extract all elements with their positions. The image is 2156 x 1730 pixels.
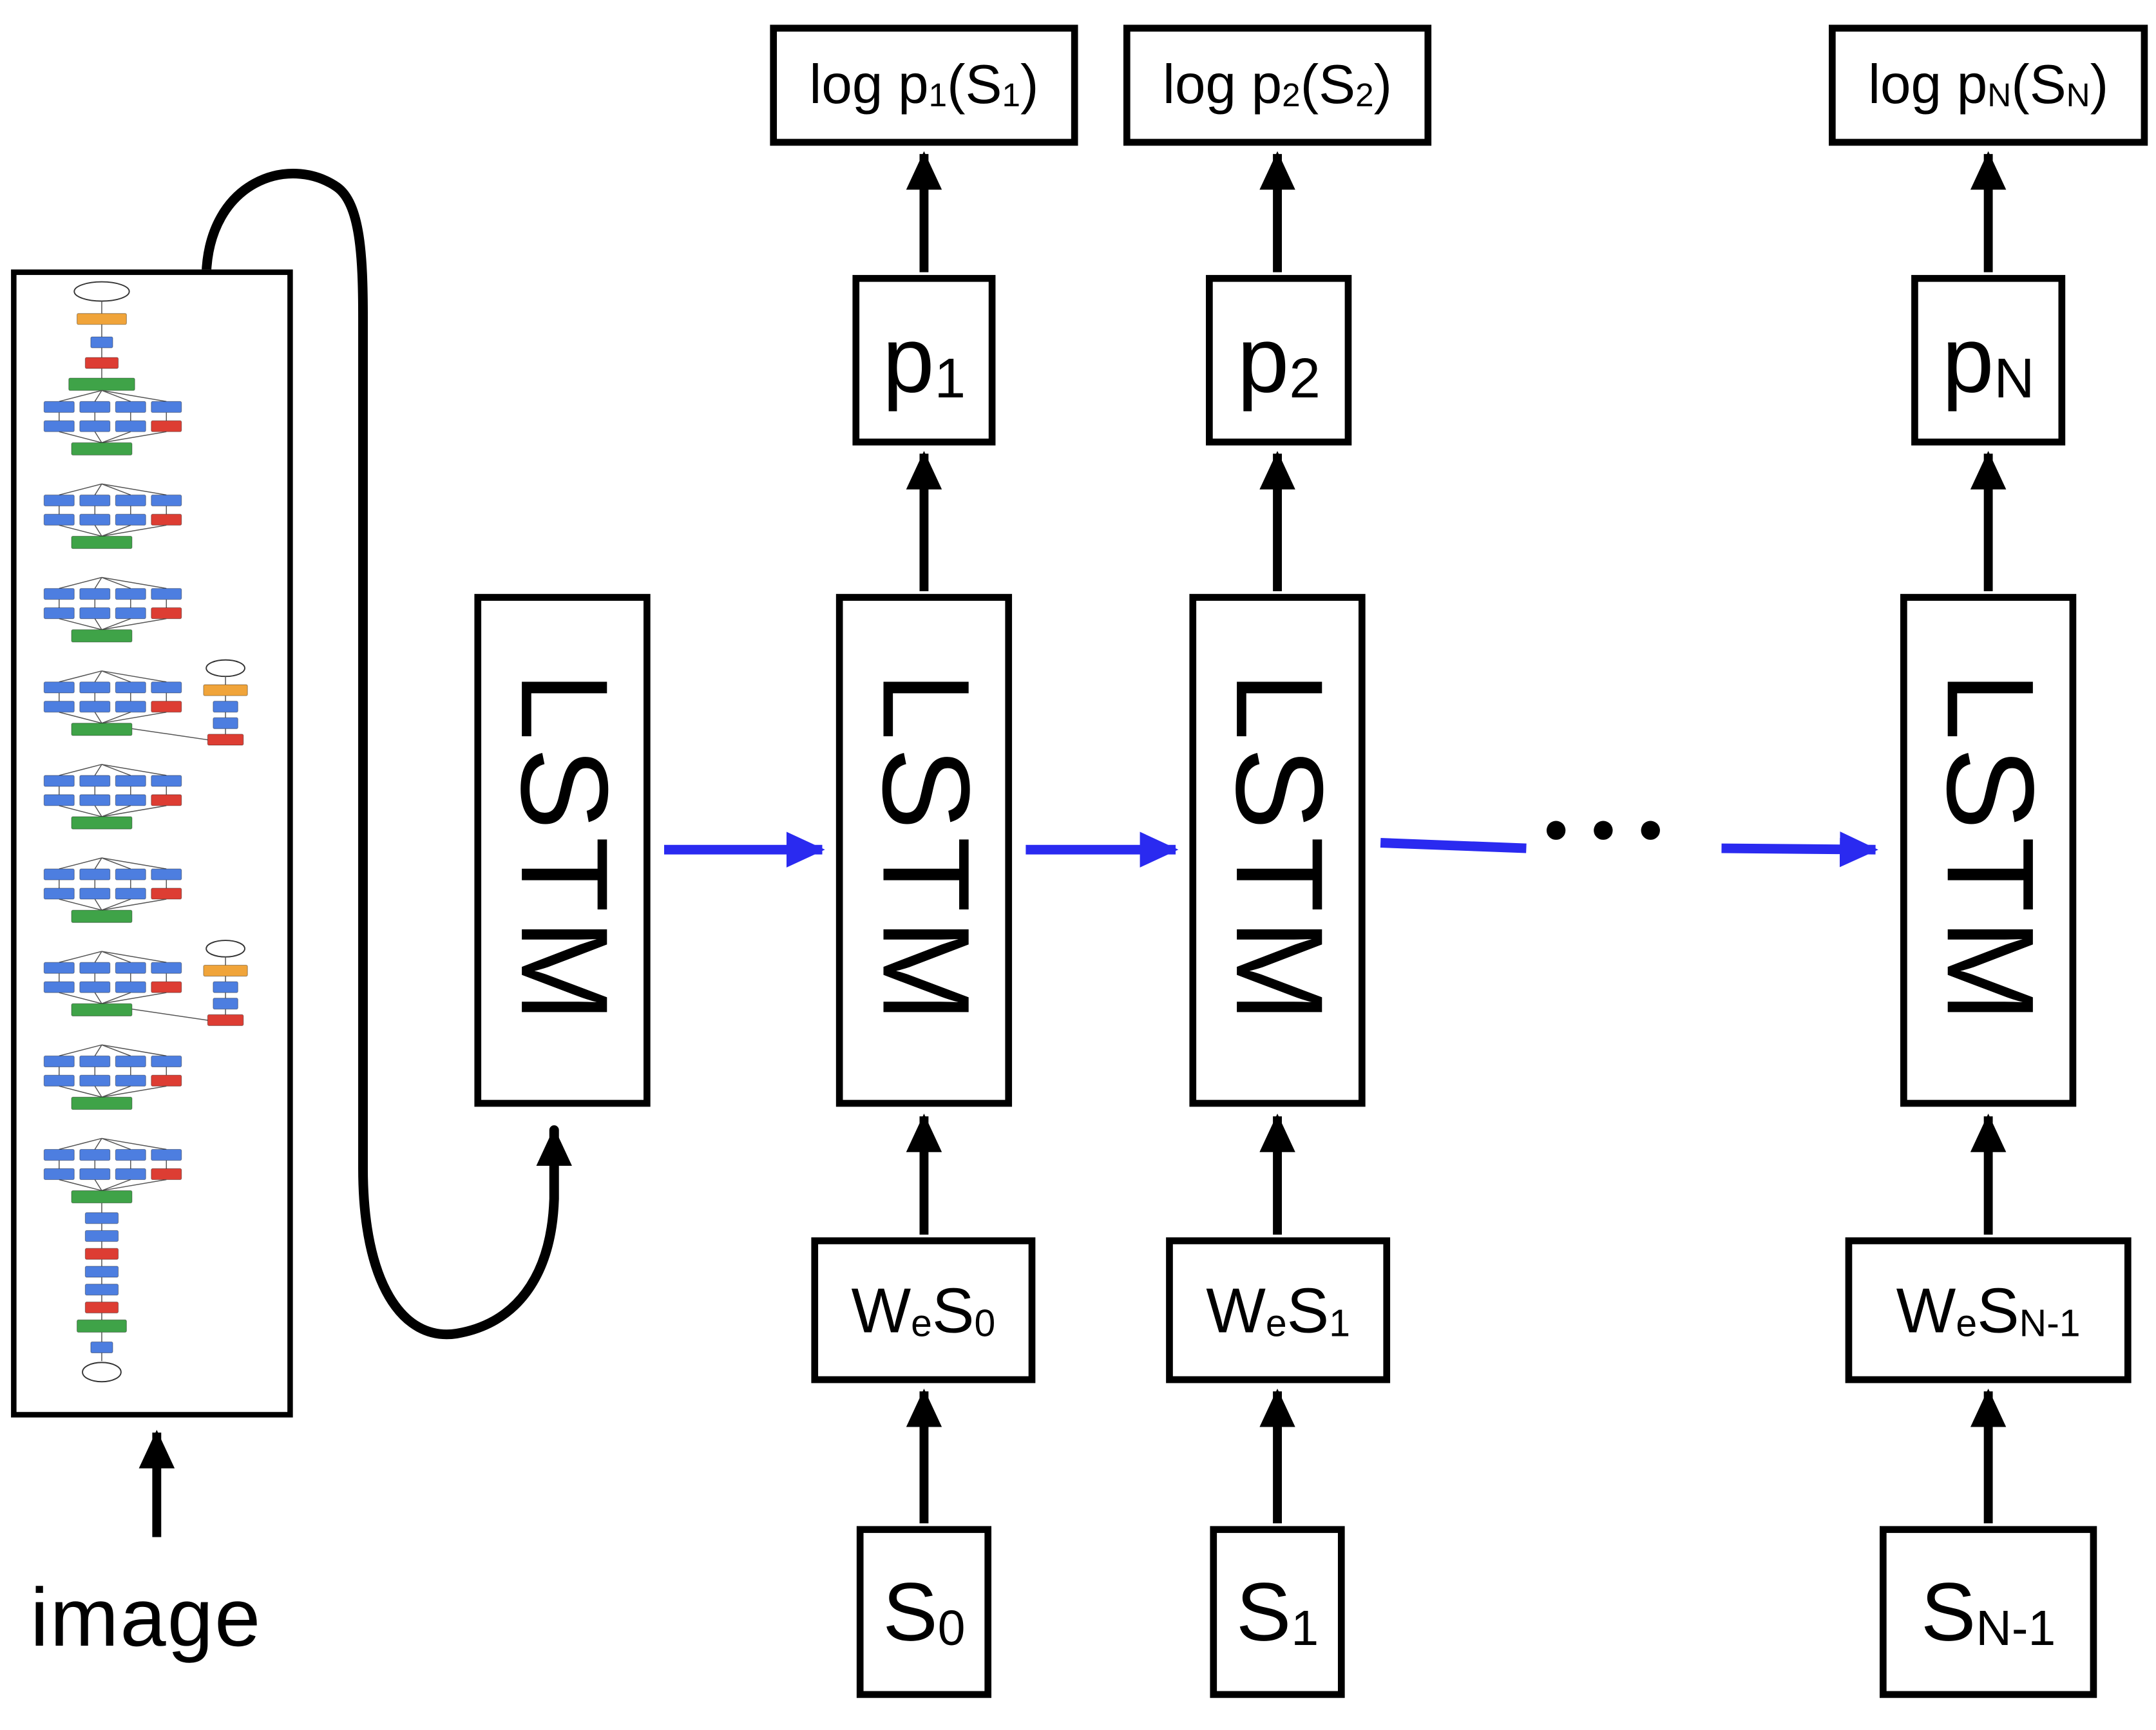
text-fragment: ) [1373,54,1393,115]
log-prob-label-1: log p1(S1) [809,57,1038,113]
ellipsis-dots: ●●● [1543,803,1684,853]
text-fragment: 1 [1329,1301,1350,1344]
text-fragment: ) [1020,54,1039,115]
lstm-box-n: LSTM [1900,594,2077,1107]
p-box-n: pN [1911,274,2066,446]
cnn-architecture-graphic [43,281,248,1383]
text-fragment: S [1235,1565,1292,1658]
text-fragment: S [1977,1274,2019,1346]
p-label-1: p1 [882,314,966,407]
text-fragment: 2 [1289,347,1321,410]
text-fragment: ) [2090,54,2109,115]
text-fragment: 1 [1002,77,1021,115]
text-fragment: 0 [974,1301,996,1344]
lstm-box-2: LSTM [1189,594,1366,1107]
image-label: image [30,1571,262,1664]
word-box-sn1: SN-1 [1879,1526,2097,1698]
word-box-s0: S0 [856,1526,992,1698]
text-fragment: 1 [928,77,948,115]
word-label-sn1: SN-1 [1921,1570,2056,1656]
text-fragment: W [1206,1274,1266,1346]
word-embedding-box-0: WeS0 [811,1237,1036,1383]
text-fragment: N [1994,347,2035,410]
log-prob-label-n: log pN(SN) [1868,57,2108,113]
word-embedding-label-0: WeS0 [851,1278,995,1342]
log-prob-box-1: log p1(S1) [770,24,1078,146]
p-label-2: p2 [1237,314,1321,407]
text-fragment: 0 [937,1599,966,1656]
lstm-label: LSTM [1920,671,2058,1029]
text-fragment: log p [809,54,929,115]
word-embedding-box-n1: WeSN-1 [1845,1237,2132,1383]
arrow-dots-to-lstmn [1721,831,1878,868]
text-fragment: log p [1163,54,1283,115]
text-fragment: 1 [934,347,966,410]
line-lstm2-to-dots [1380,838,1527,853]
text-fragment: e [911,1301,932,1344]
lstm-box-encoder: LSTM [474,594,651,1107]
lstm-label: LSTM [494,671,632,1029]
lstm-box-1: LSTM [835,594,1013,1107]
word-label-s1: S1 [1236,1570,1319,1656]
text-fragment: N-1 [1976,1599,2056,1656]
text-fragment: W [851,1274,911,1346]
word-box-s1: S1 [1210,1526,1345,1698]
text-fragment: e [1956,1301,1978,1344]
text-fragment: N [1987,77,2012,115]
text-fragment: 2 [1355,77,1374,115]
text-fragment: 1 [1291,1599,1319,1656]
text-fragment: S [882,1565,938,1658]
text-fragment: N [2066,77,2090,115]
text-fragment: (S [947,54,1002,115]
text-fragment: S [931,1274,975,1346]
p-box-2: p2 [1206,274,1352,446]
word-label-s0: S0 [882,1570,966,1656]
text-fragment: p [1941,308,1994,413]
text-fragment: p [1237,308,1290,413]
text-fragment: S [1920,1565,1976,1658]
text-fragment: p [882,308,935,413]
cnn-box [11,269,293,1418]
text-fragment: (S [1300,54,1356,115]
lstm-label: LSTM [1209,671,1347,1029]
p-box-1: p1 [852,274,996,446]
log-prob-label-2: log p2(S2) [1163,57,1392,113]
text-fragment: N-1 [2019,1301,2081,1344]
word-embedding-label-1: WeS1 [1206,1278,1350,1342]
text-fragment: e [1265,1301,1287,1344]
log-prob-box-n: log pN(SN) [1829,24,2148,146]
text-fragment: 2 [1282,77,1301,115]
text-fragment: (S [2011,54,2066,115]
text-fragment: W [1896,1274,1956,1346]
word-embedding-label-n1: WeSN-1 [1896,1278,2081,1342]
text-fragment: S [1286,1274,1330,1346]
lstm-label: LSTM [855,671,994,1029]
p-label-n: pN [1942,314,2035,407]
word-embedding-box-1: WeS1 [1166,1237,1391,1383]
log-prob-box-2: log p2(S2) [1123,24,1432,146]
text-fragment: log p [1868,54,1988,115]
